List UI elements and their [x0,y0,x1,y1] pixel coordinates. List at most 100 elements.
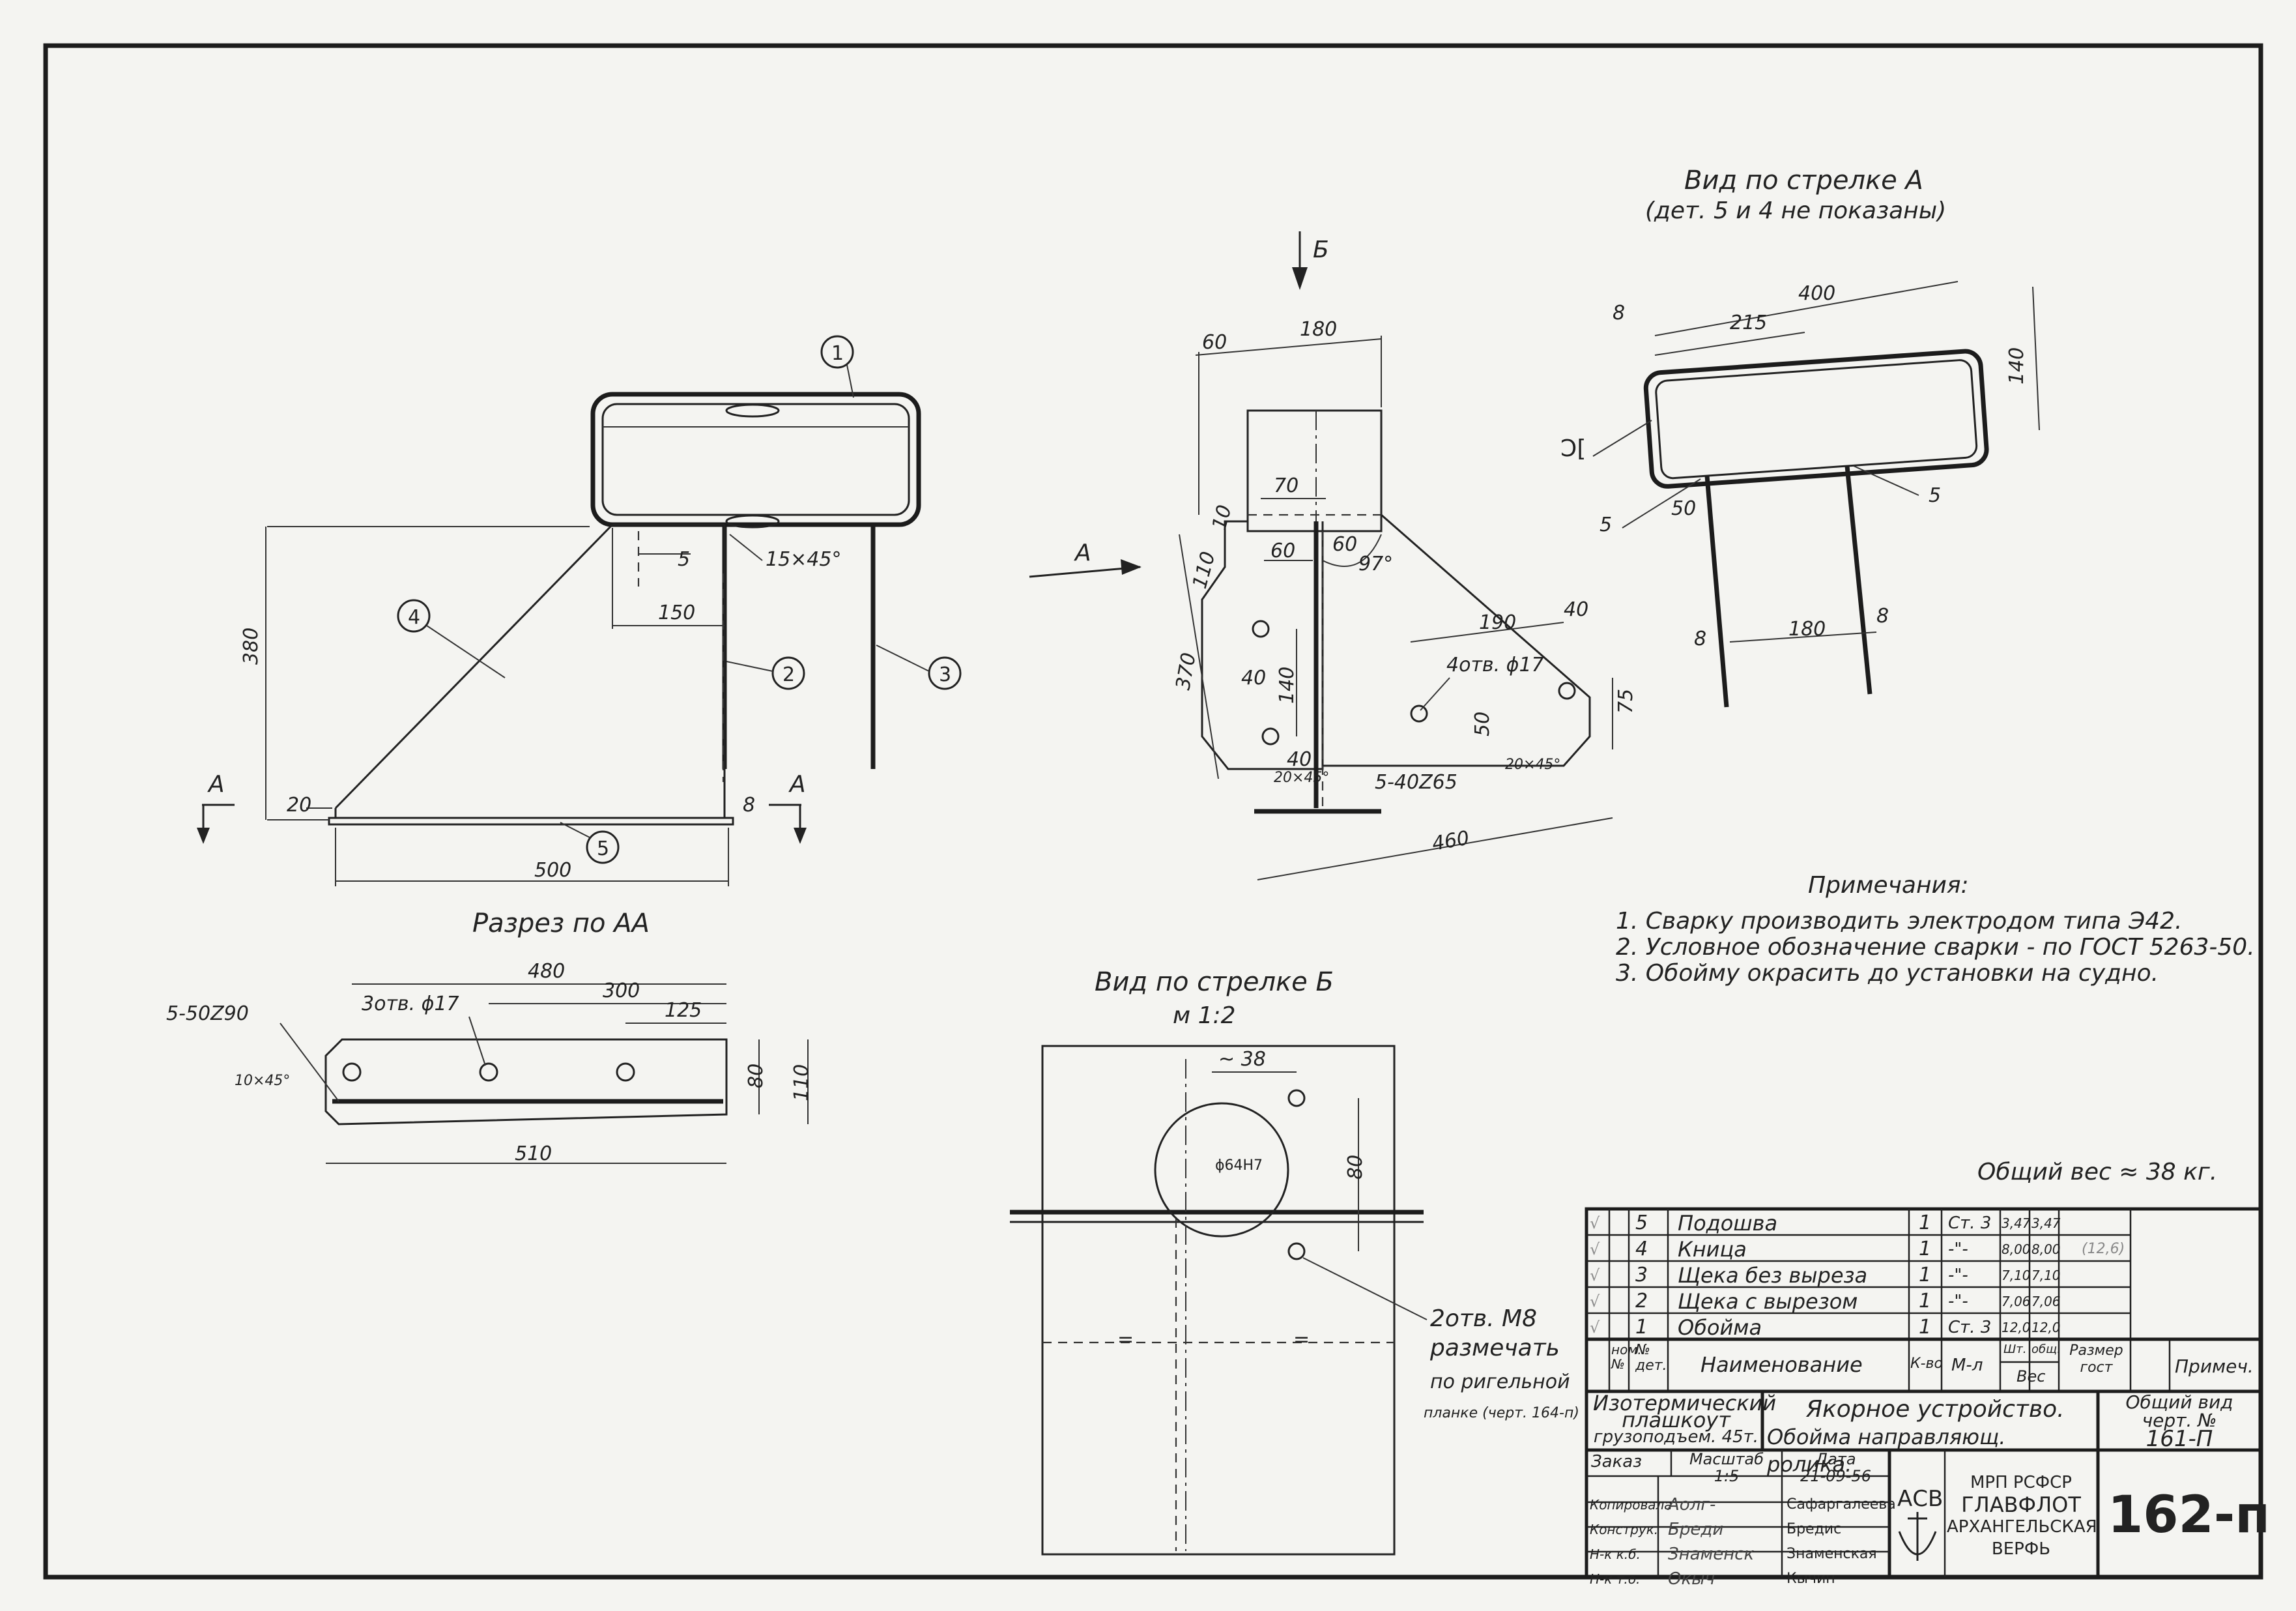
dim-80: 80 [745,1064,768,1088]
dim-180: 180 [1300,318,1337,341]
dim-38: ~ 38 [1218,1048,1266,1071]
section-aa: Разрез по АА 480 3отв. ϕ17 300 125 5-50Z… [166,908,813,1165]
note-3: 3. Обойму окрасить до установки на судно… [1616,960,2159,987]
anchor-icon [1898,1512,1937,1561]
side-weld: 5-40Z65 [1375,771,1457,794]
view-b-scale: м 1:2 [1173,1002,1236,1029]
leader-section-weld [280,1023,339,1102]
view-a-subtitle: (дет. 5 и 4 не показаны) [1645,197,1946,224]
view-a-d8: 8 [1613,302,1625,325]
main-view: 380 150 500 20 8 5 15×45° 1 2 3 4 5 [197,335,962,886]
section-aa-title: Разрез по АА [472,908,650,938]
note-1: 1. Сварку производить электродом типа Э4… [1616,908,2182,935]
balloon-4 [397,599,431,633]
dim-150: 150 [658,602,695,624]
view-b-eq2: = [1293,1328,1310,1351]
view-b-plate [1041,1045,1396,1556]
clamp-outer [590,392,921,527]
view-a-d8c: 8 [1876,605,1889,628]
leader-holes [1420,677,1450,711]
view-b-bore [1154,1102,1289,1238]
view-a: Вид по стрелке А (дет. 5 и 4 не показаны… [1560,166,2040,708]
view-a-d8b: 8 [1694,628,1706,650]
view-b-hole-2 [1287,1242,1306,1260]
view-b-title: Вид по стрелке Б [1095,967,1334,997]
view-a-weld: Ɔ[ [1560,435,1586,462]
side-chamfer-2: 20×45° [1505,757,1560,773]
dim-110: 110 [790,1064,813,1101]
balloon-2 [771,656,805,690]
arrow-a-label: А [1074,540,1091,566]
view-a-leg-left [1704,475,1729,708]
angle-arc [1322,534,1382,567]
dim-20: 20 [287,794,311,817]
view-a-d50: 50 [1671,497,1696,520]
view-a-frame [1643,349,1989,489]
view-b-note-2: размечать [1429,1335,1560,1361]
side-chamfer-1: 20×45° [1274,770,1329,786]
view-a-leader-5b [1853,465,1919,496]
dim-300: 300 [603,980,640,1002]
dim-510: 510 [515,1142,552,1165]
title-block [1585,1389,2263,1579]
dim-500: 500 [534,859,571,882]
dim-380: 380 [240,628,263,665]
side-hole-1 [1252,620,1270,638]
leader-4 [426,625,506,678]
tb-frame [1585,1389,2263,1579]
view-b-note-3: по ригельной [1430,1371,1570,1393]
section-a-right: А [788,771,806,798]
side-hole-4 [1558,682,1576,700]
asv-logo [1898,1512,1937,1561]
balloon-5-text: 5 [597,837,609,860]
view-a-leader-weld [1592,420,1652,457]
total-weight: Общий вес ≈ 38 кг. [1977,1159,2217,1185]
view-a-title: Вид по стрелке А [1684,166,1923,196]
side-gusset-outline [1201,514,1591,770]
balloon-4-text: 4 [408,606,420,629]
balloon-5 [586,830,620,864]
view-a-leader-5a [1622,478,1701,529]
leader-1 [846,364,854,398]
view-b-hole-1 [1287,1089,1306,1107]
view-b-leader [1302,1257,1428,1320]
section-holes: 3отв. ϕ17 [362,993,459,1015]
section-chamfer: 10×45° [235,1073,290,1089]
view-a-l5b: 5 [1929,484,1941,507]
note-2: 2. Условное обозначение сварки - по ГОСТ… [1616,934,2255,961]
balloon-3-text: 3 [939,663,951,686]
dim-140: 140 [1276,667,1299,704]
dim-370-line [1179,534,1219,779]
clamp-slot-bottom [725,514,780,529]
arrow-b-label: Б [1313,237,1329,263]
view-b-bore-label: ϕ64Н7 [1215,1157,1263,1174]
dim-480: 480 [528,960,565,983]
balloon-3 [928,656,962,690]
dim-60: 60 [1202,331,1227,354]
dim-40: 40 [1241,667,1266,689]
dim-190: 190 [1479,611,1516,634]
sole-5 [328,817,734,826]
knee-4-edge [334,523,614,809]
dim-75: 75 [1614,689,1637,714]
dim-97: 97° [1358,553,1393,575]
dim-460-line [1257,817,1613,880]
section-a-left: А [207,771,225,798]
section-hole-2 [616,1062,635,1082]
drawing-frame [43,43,2263,1580]
view-a-dim-140-line [2032,286,2040,431]
notes-header: Примечания: [1808,872,1969,899]
side-hole-3 [1410,704,1428,723]
balloon-1-text: 1 [831,342,844,365]
dim-60b: 60 [1270,540,1295,562]
leader-chamfer [729,534,763,561]
dim-190-line [1410,622,1564,643]
leader-2 [726,661,773,672]
view-b-note-1: 2отв. М8 [1430,1305,1537,1332]
side-holes: 4отв. ϕ17 [1446,654,1544,676]
section-arrow-right-head [794,828,807,844]
clamp-slot [725,403,780,418]
section-arrow-left-head [197,828,210,844]
